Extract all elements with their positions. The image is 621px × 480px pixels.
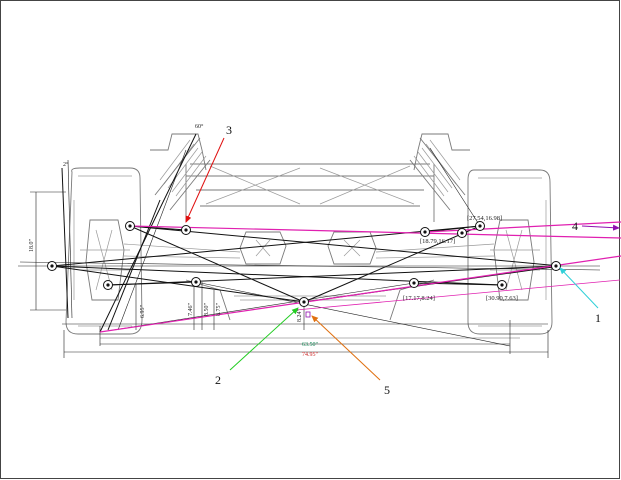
dim-height-label: 18.0"	[29, 239, 35, 253]
vehicle-background-drawing	[65, 133, 553, 339]
callout-label-1: 1	[595, 311, 601, 325]
pivot-right-lower-outer	[497, 280, 507, 290]
dim-angle-left: 2°	[63, 161, 69, 168]
arrow-5	[311, 315, 381, 381]
callout-label-3: 3	[226, 123, 232, 137]
dim-v4: 8.75"	[216, 303, 222, 317]
callout-arrows	[185, 137, 620, 381]
dim-v2: 7.46"	[188, 303, 194, 317]
pivot-right-upper-outer	[475, 221, 485, 231]
dim-bottom-red: 74.95"	[302, 352, 319, 358]
pivot-right-upper-inner	[420, 227, 430, 237]
callout-label-5: 5	[384, 383, 390, 397]
arrow-2	[229, 307, 299, 371]
pivot-left-lower-outer	[103, 280, 113, 290]
dim-v3: 8.50"	[204, 303, 210, 317]
dim-v1: 6.95"	[140, 305, 146, 319]
arrow-1	[559, 267, 599, 309]
arrow-3	[185, 137, 225, 223]
dim-angle-top: 60°	[195, 123, 204, 130]
dim-bottom-green: 63.50"	[302, 342, 319, 348]
pivot-left-upper-inner	[181, 225, 191, 235]
roll-centre-marker	[305, 311, 311, 318]
roll-centre-point	[299, 297, 309, 307]
pivot-points	[47, 221, 561, 307]
callout-label-4: 4	[572, 219, 578, 233]
suspension-geometry-lines	[18, 133, 601, 358]
pivot-right-wheel-centre	[551, 261, 561, 271]
coord-right-lower-outer: [30.90,7.63]	[486, 295, 518, 302]
pink-reference-lines	[99, 221, 621, 333]
coord-right-lower-inner: [17.17,8.24]	[403, 295, 435, 302]
pivot-right-lower-inner	[409, 278, 419, 288]
arrow-4	[581, 224, 620, 231]
pivot-left-wheel-centre	[47, 261, 57, 271]
pivot-left-upper-outer	[125, 221, 135, 231]
pivot-right-upper-mid	[457, 228, 467, 238]
pivot-left-lower-inner	[191, 277, 201, 287]
callout-label-2: 2	[215, 373, 221, 387]
coord-right-upper-inner: [18.79,16.17]	[420, 238, 455, 245]
coord-right-upper-outer: [27.54,16.98]	[467, 215, 502, 222]
dim-v5: 8.24"	[297, 309, 303, 323]
